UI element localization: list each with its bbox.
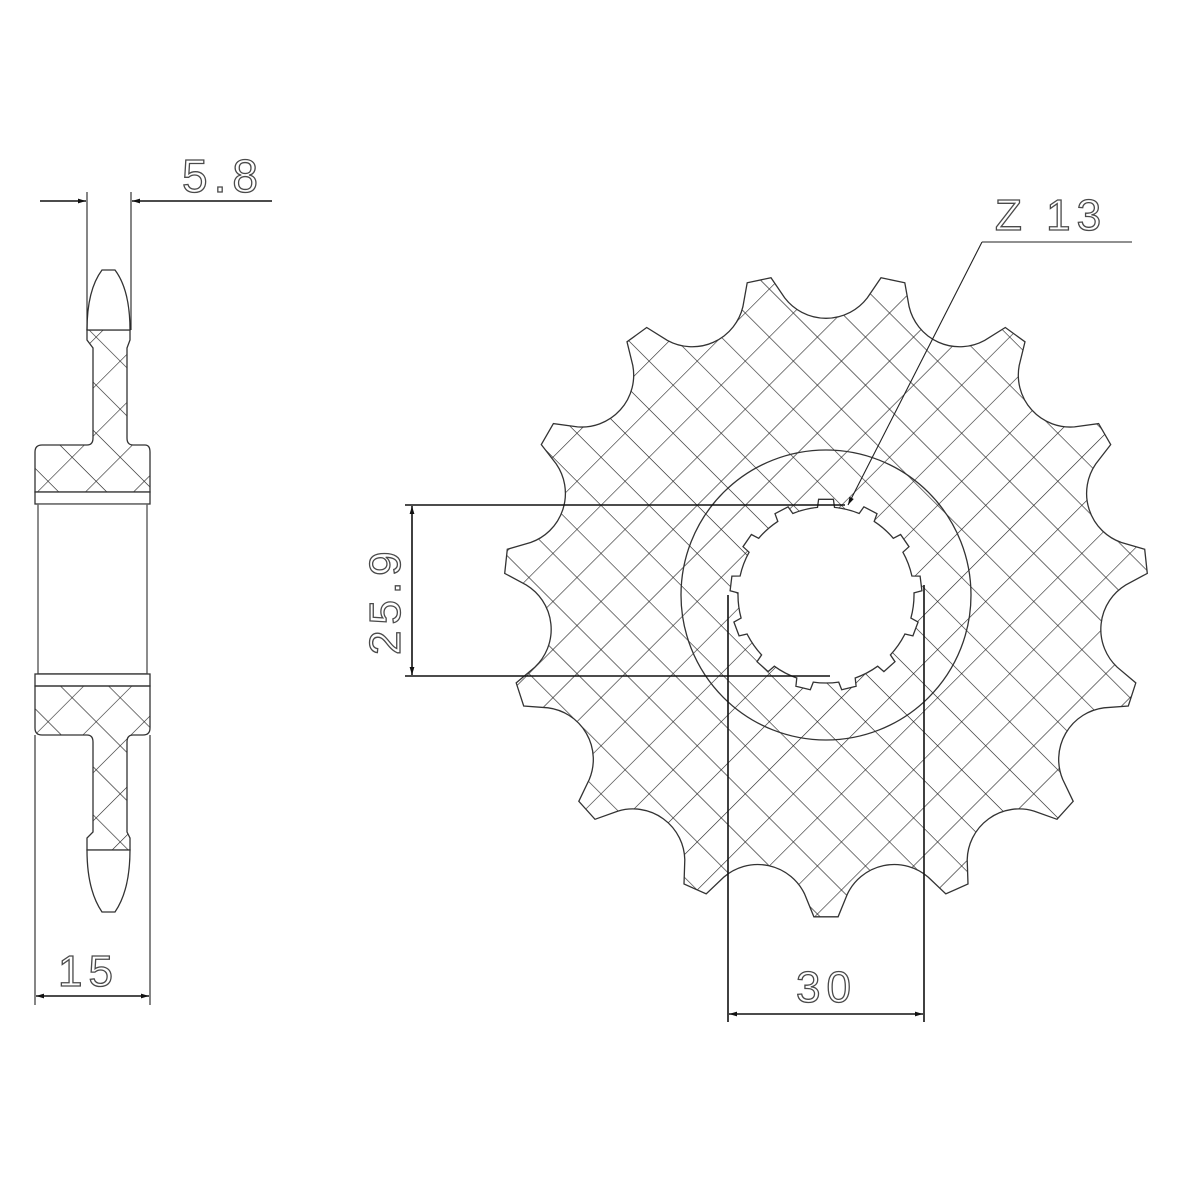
side-bore-band-top — [34, 491, 151, 505]
hub-width-label: 15 — [58, 947, 119, 996]
side-tooth-bottom — [86, 849, 131, 913]
hub-circle — [680, 449, 972, 741]
leader-line — [847, 241, 983, 506]
side-hub-bottom — [34, 685, 151, 851]
front-view — [405, 241, 1148, 1022]
spline-count-label: Z 13 — [995, 191, 1107, 240]
thickness-label: 5.8 — [182, 150, 264, 202]
side-bore-band-bottom — [34, 673, 151, 687]
bore-height-label: 25.9 — [361, 545, 410, 655]
side-tooth-top — [86, 269, 131, 331]
bore-width-label: 30 — [796, 963, 857, 1012]
splined-bore — [729, 498, 923, 691]
side-bore — [37, 503, 148, 675]
side-view — [34, 192, 272, 1005]
side-hub-top — [34, 329, 151, 493]
